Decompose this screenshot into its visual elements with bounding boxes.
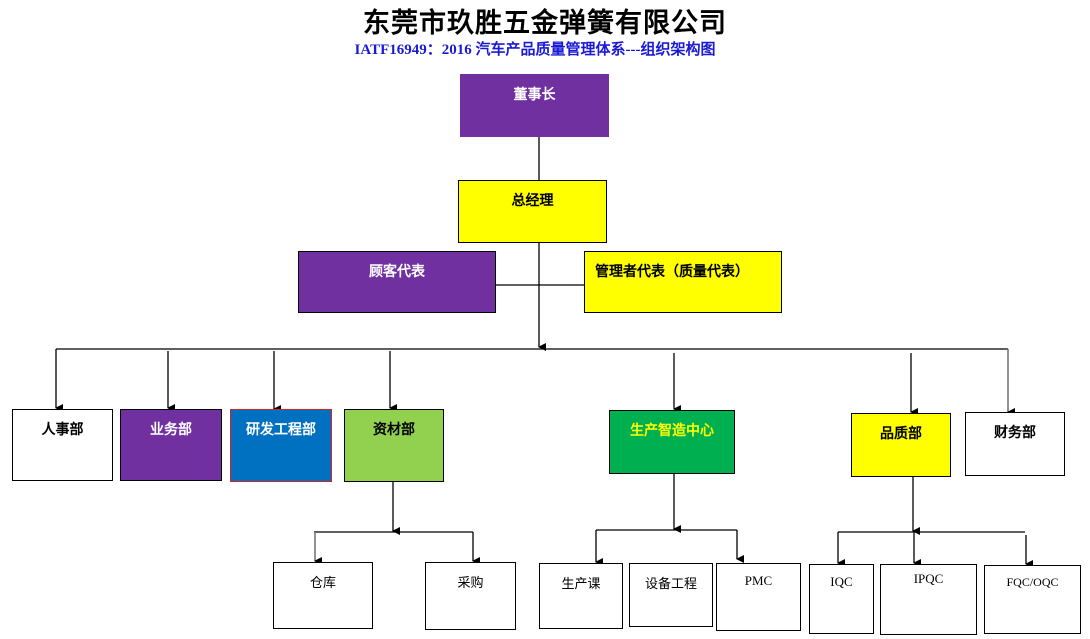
label-equipment-engineering: 设备工程 (644, 577, 697, 592)
dept-rnd[interactable]: 研发工程部 (230, 409, 332, 482)
unit-pmc[interactable]: PMC (716, 563, 801, 631)
dept-finance[interactable]: 财务部 (965, 412, 1065, 476)
label-iqc: IQC (830, 574, 853, 589)
box-management-rep[interactable]: 管理者代表（质量代表） (584, 251, 782, 313)
label-management-rep: 管理者代表（质量代表） (595, 264, 749, 280)
label-hr: 人事部 (41, 422, 84, 438)
unit-equipment-engineering[interactable]: 设备工程 (629, 563, 713, 627)
label-purchasing: 采购 (457, 576, 484, 591)
box-general-manager[interactable]: 总经理 (458, 180, 607, 243)
label-ipqc: IPQC (913, 571, 944, 586)
box-chairman[interactable]: 董事长 (460, 74, 609, 137)
label-sales: 业务部 (150, 422, 192, 438)
unit-fqc-oqc[interactable]: FQC/OQC (984, 565, 1081, 634)
label-rnd: 研发工程部 (246, 422, 316, 438)
label-production: 生产智造中心 (630, 423, 714, 439)
dept-materials[interactable]: 资材部 (344, 409, 444, 482)
unit-production-section[interactable]: 生产课 (539, 563, 623, 629)
label-finance: 财务部 (994, 425, 1036, 441)
label-fqc-oqc: FQC/OQC (1006, 575, 1059, 589)
unit-iqc[interactable]: IQC (809, 564, 874, 634)
unit-warehouse[interactable]: 仓库 (273, 562, 373, 629)
unit-ipqc[interactable]: IPQC (880, 564, 977, 635)
label-general-manager: 总经理 (511, 193, 554, 209)
label-materials: 资材部 (373, 422, 415, 438)
unit-purchasing[interactable]: 采购 (425, 562, 516, 630)
box-customer-rep[interactable]: 顾客代表 (298, 251, 496, 313)
chart-subtitle: IATF16949：2016 汽车产品质量管理体系---组织架构图 (354, 42, 716, 58)
label-customer-rep: 顾客代表 (369, 264, 425, 280)
dept-hr[interactable]: 人事部 (12, 409, 113, 481)
label-chairman: 董事长 (513, 87, 556, 103)
dept-quality[interactable]: 品质部 (851, 413, 951, 477)
company-title: 东莞市玖胜五金弹簧有限公司 (363, 8, 727, 39)
label-quality: 品质部 (880, 426, 922, 442)
label-pmc: PMC (744, 573, 773, 588)
label-production-section: 生产课 (561, 577, 601, 592)
label-warehouse: 仓库 (309, 576, 336, 591)
dept-sales[interactable]: 业务部 (120, 409, 222, 481)
dept-production[interactable]: 生产智造中心 (609, 410, 735, 474)
